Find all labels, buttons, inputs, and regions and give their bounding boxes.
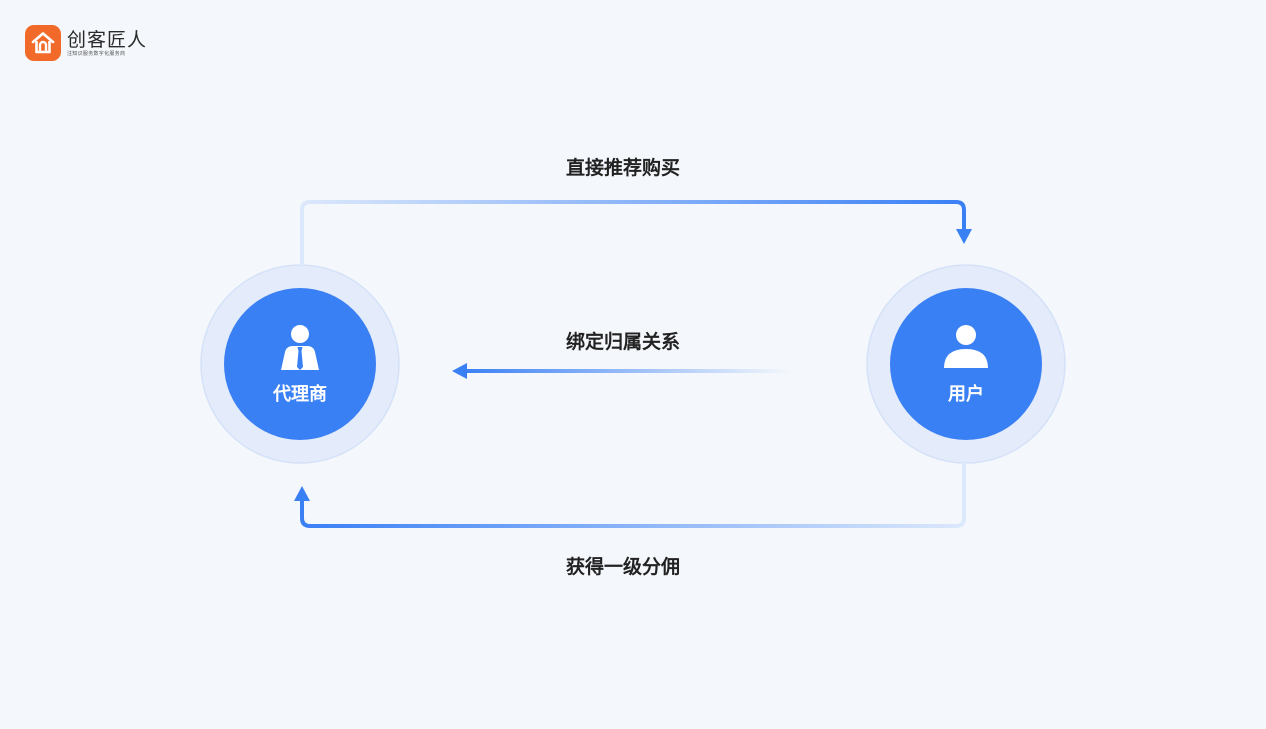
user-person-icon: [944, 325, 988, 368]
arrowhead-up-icon: [294, 486, 310, 501]
flow-recommend-label: 直接推荐购买: [565, 157, 680, 179]
arrowhead-left-icon: [452, 363, 467, 379]
brand-logo: 创客匠人 注知识服务数字化服务商: [25, 25, 147, 61]
user-node: 用户: [890, 288, 1042, 440]
logo-house-icon: [25, 25, 61, 61]
flow-commission-arrow: [294, 461, 966, 528]
flow-bind-arrow: [452, 363, 792, 379]
flow-commission-label: 获得一级分佣: [565, 556, 680, 578]
arrowhead-down-icon: [956, 229, 972, 244]
agent-person-icon: [281, 325, 319, 370]
agent-node-label: 代理商: [273, 384, 327, 405]
user-node-label: 用户: [948, 384, 984, 405]
flow-bind-label: 绑定归属关系: [565, 331, 680, 353]
flow-recommend-arrow: [300, 200, 972, 267]
agent-node: 代理商: [224, 288, 376, 440]
brand-tagline: 注知识服务数字化服务商: [67, 50, 126, 57]
brand-name: 创客匠人: [67, 28, 148, 51]
